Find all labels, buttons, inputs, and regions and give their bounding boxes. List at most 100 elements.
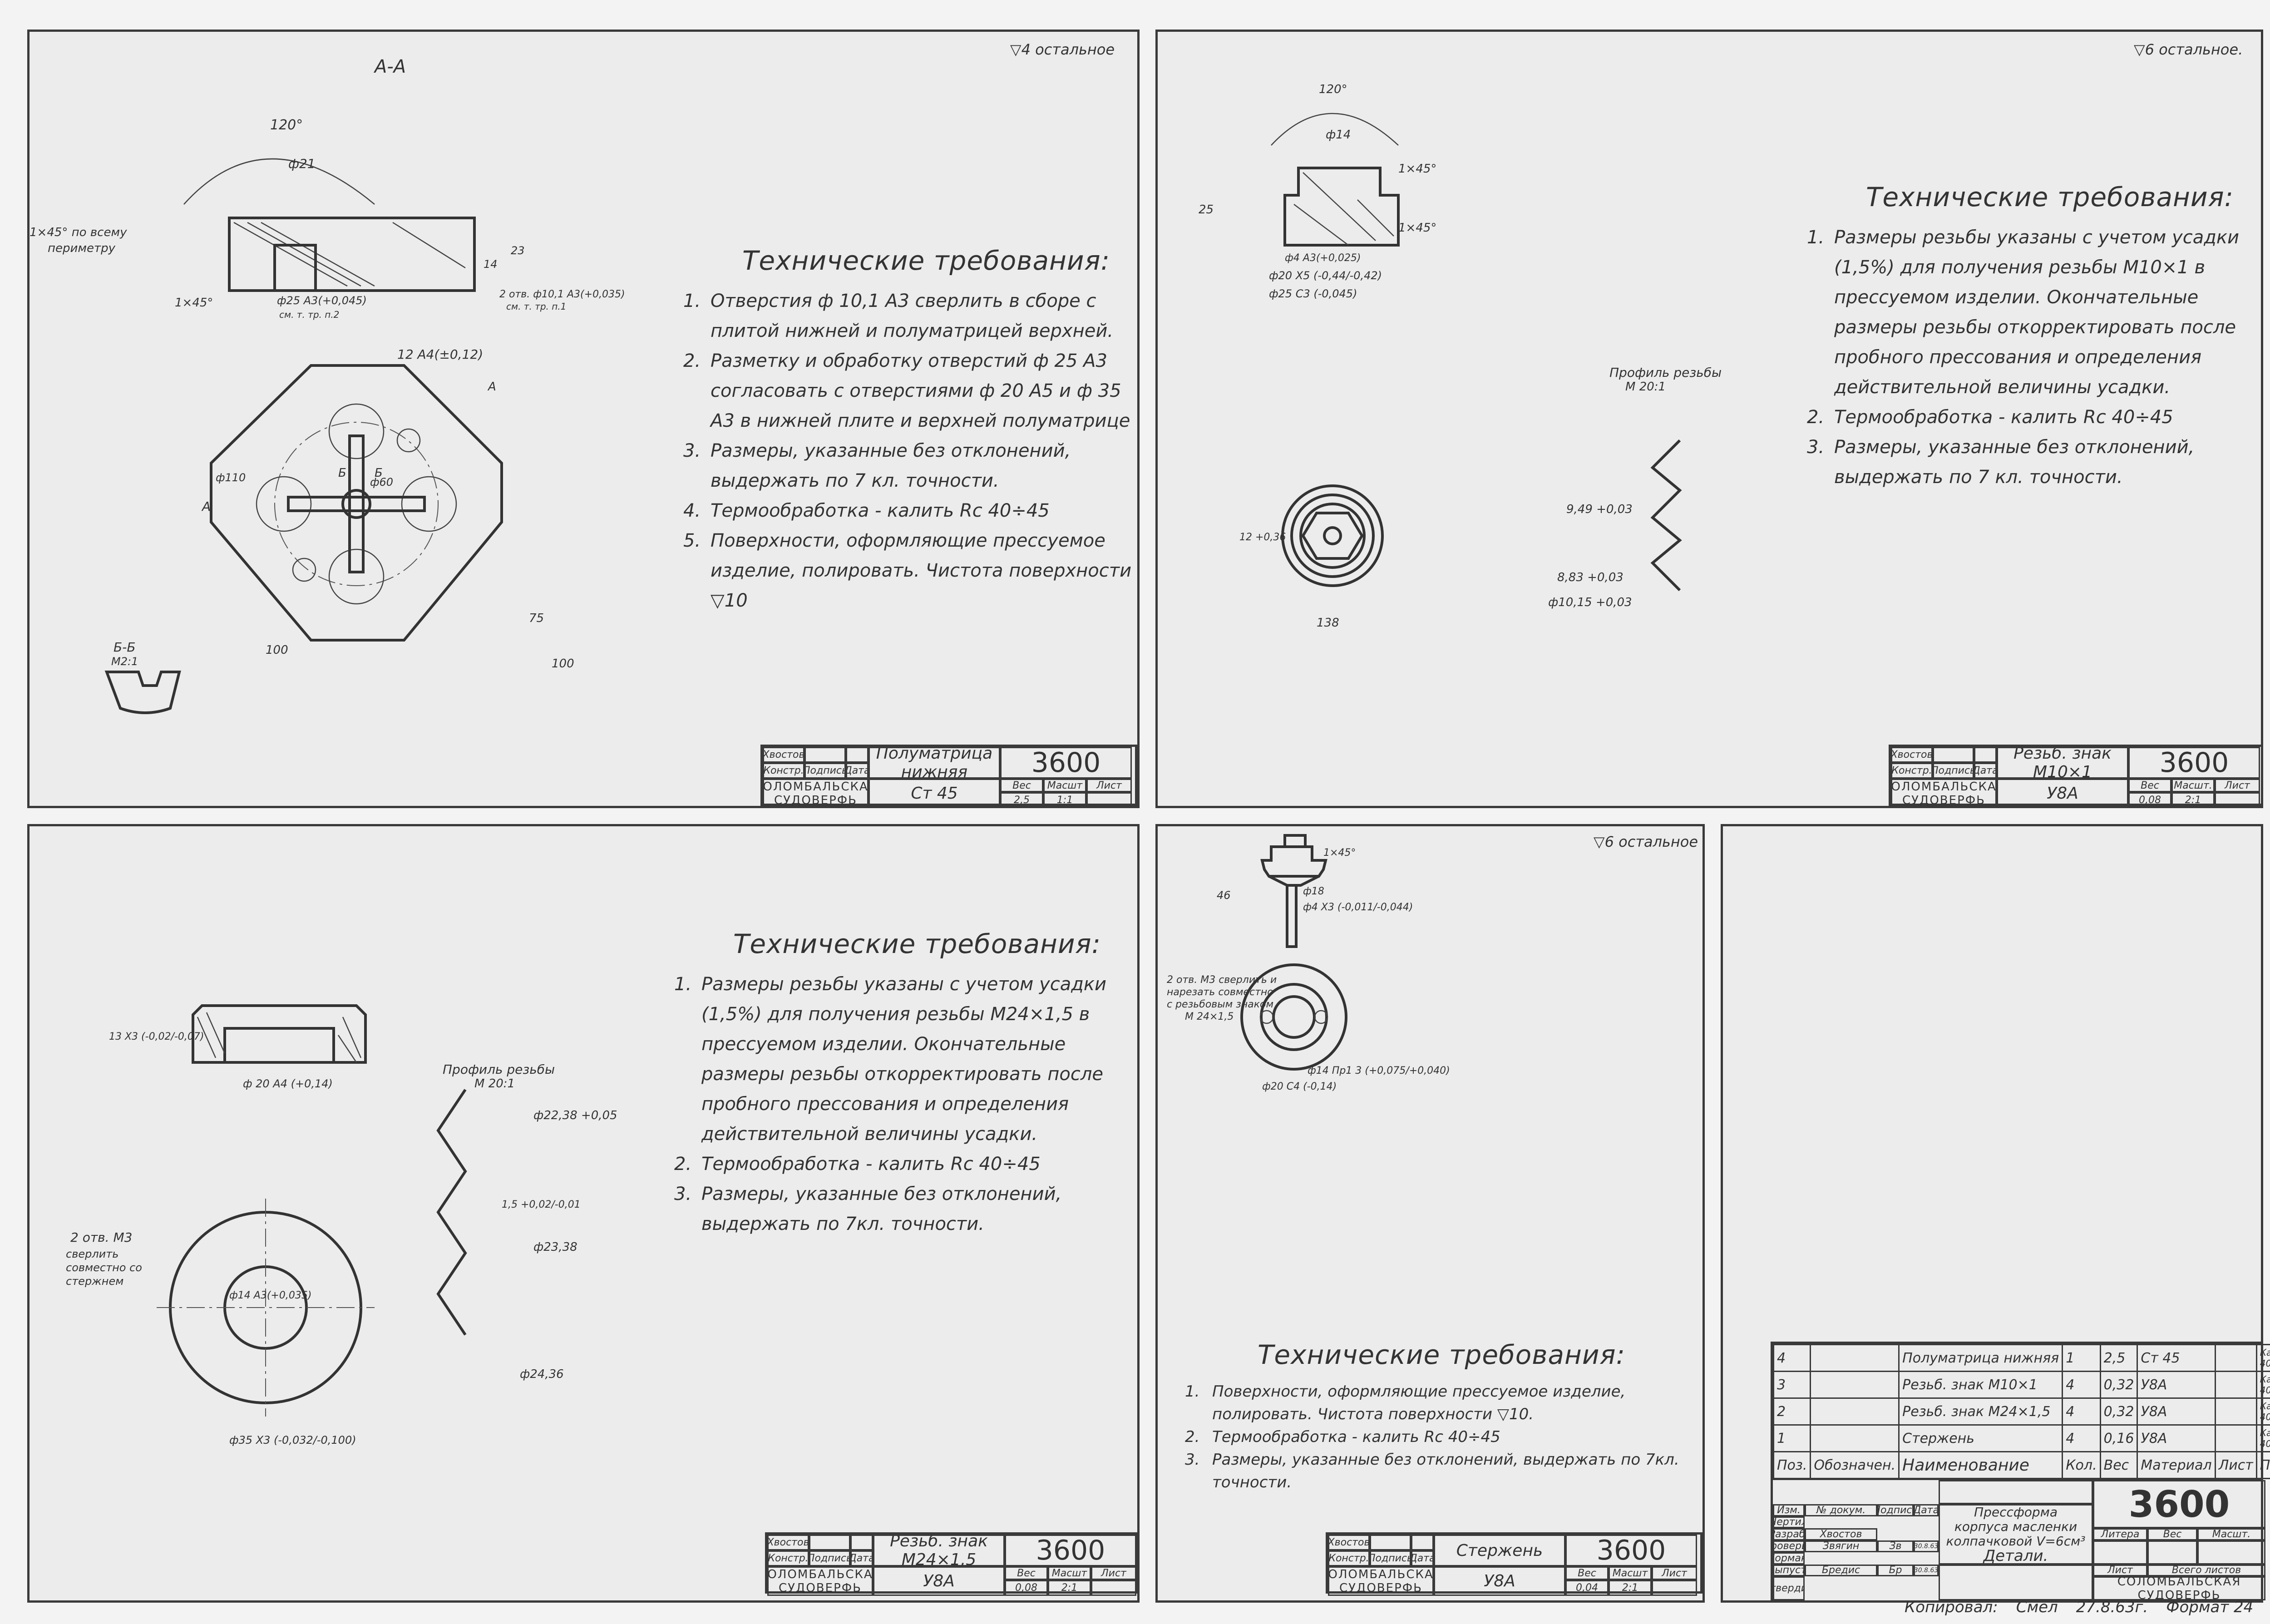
- threaded-insert-m24-drawing: 13 Х3 (-0,02/-0,07) ф 20 А4 (+0,14) Проф…: [66, 1004, 617, 1446]
- svg-text:см. т. тр. п.2: см. т. тр. п.2: [279, 309, 339, 320]
- svg-text:М2:1: М2:1: [111, 655, 138, 668]
- svg-text:Профиль резьбы: Профиль резьбы: [443, 1062, 555, 1077]
- svg-text:2 отв. ф10,1 А3(+0,035): 2 отв. ф10,1 А3(+0,035): [499, 289, 625, 300]
- svg-text:9,49 +0,03: 9,49 +0,03: [1566, 503, 1633, 516]
- svg-text:12 +0,36: 12 +0,36: [1239, 532, 1286, 543]
- svg-text:М 20:1: М 20:1: [1625, 380, 1666, 394]
- drawing-number: 3600: [1005, 1535, 1136, 1566]
- part-name: Резьб. знак М24×1,5: [873, 1535, 1005, 1566]
- tech-requirements: Технические требования: 1.Отверстия ф 10…: [683, 245, 1137, 616]
- threaded-insert-m10-drawing: 120° ф14 1×45° 1×45° ф20 Х5 (-0,44/-0,42…: [1199, 83, 1722, 630]
- svg-text:ф10,15 +0,03: ф10,15 +0,03: [1548, 596, 1632, 609]
- svg-text:ф25 С3 (-0,045): ф25 С3 (-0,045): [1269, 287, 1357, 300]
- svg-text:1×45° по всему: 1×45° по всему: [30, 226, 127, 239]
- svg-text:ф35 Х3 (-0,032/-0,100): ф35 Х3 (-0,032/-0,100): [229, 1434, 356, 1446]
- svg-text:ф4 А3(+0,025): ф4 А3(+0,025): [1285, 252, 1361, 264]
- svg-text:8,83 +0,03: 8,83 +0,03: [1557, 571, 1624, 584]
- tech-requirements-title: Технические требования:: [742, 245, 1110, 276]
- section-a-a-drawing: А-А 120° ф21 1×45° по всему периметру 1×…: [30, 56, 625, 714]
- svg-text:ф24,36: ф24,36: [520, 1367, 564, 1381]
- assembly-title: Прессформа корпуса масленки колпачковой …: [1939, 1504, 2093, 1565]
- tech-requirement-item: 5.Поверхности, оформляющие прессуемое из…: [683, 530, 1132, 611]
- drawing-number: 3600: [1565, 1535, 1697, 1566]
- tech-requirement-item: 1.Размеры резьбы указаны с учетом усадки…: [1807, 227, 2240, 398]
- tech-requirement-item: 1.Размеры резьбы указаны с учетом усадки…: [674, 974, 1107, 1145]
- svg-text:23: 23: [511, 244, 525, 257]
- svg-text:Б: Б: [375, 466, 383, 480]
- tech-requirement-item: 3.Размеры, указанные без отклонений, выд…: [1807, 437, 2195, 488]
- material: У8А: [1434, 1566, 1565, 1596]
- svg-text:ф22,38 +0,05: ф22,38 +0,05: [533, 1109, 617, 1122]
- title-block: Хвостов Констр. Подпись Дата СОЛОМБАЛЬСК…: [1889, 745, 2263, 808]
- svg-text:100: 100: [552, 657, 574, 671]
- svg-text:75: 75: [529, 612, 544, 625]
- svg-text:ф21: ф21: [288, 156, 316, 171]
- svg-text:Профиль резьбы: Профиль резьбы: [1609, 365, 1722, 380]
- svg-text:ф 20 А4 (+0,14): ф 20 А4 (+0,14): [243, 1077, 333, 1090]
- svg-text:1,5 +0,02/-0,01: 1,5 +0,02/-0,01: [502, 1199, 581, 1210]
- part-name: Резьб. знак М10×1: [1997, 747, 2128, 779]
- svg-text:ф18: ф18: [1303, 886, 1324, 897]
- svg-text:13 Х3 (-0,02/-0,07): 13 Х3 (-0,02/-0,07): [109, 1031, 204, 1042]
- svg-text:ф20 Х5 (-0,44/-0,42): ф20 Х5 (-0,44/-0,42): [1269, 269, 1382, 282]
- svg-text:периметру: периметру: [48, 242, 116, 255]
- svg-text:А: А: [201, 499, 211, 514]
- svg-text:ф60: ф60: [370, 476, 393, 489]
- svg-text:ф23,38: ф23,38: [533, 1240, 577, 1254]
- tech-requirement-item: 1.Поверхности, оформляющие прессуемое из…: [1185, 1382, 1626, 1423]
- material: У8А: [1997, 779, 2128, 808]
- svg-text:ф14: ф14: [1326, 128, 1351, 142]
- svg-text:ф4 Х3 (-0,011/-0,044): ф4 Х3 (-0,011/-0,044): [1303, 902, 1413, 913]
- copy-footer: Копировал: Смел 27.8.63г. Формат 24: [1905, 1598, 2254, 1616]
- svg-text:с резьбовым знаком: с резьбовым знаком: [1167, 999, 1273, 1010]
- tech-requirements-title: Технические требования:: [733, 928, 1101, 959]
- svg-text:ф14 Пр1 3 (+0,075/+0,040): ф14 Пр1 3 (+0,075/+0,040): [1308, 1065, 1450, 1076]
- svg-text:нарезать совместно: нарезать совместно: [1167, 987, 1273, 998]
- svg-text:см. т. тр. п.1: см. т. тр. п.1: [506, 301, 566, 312]
- svg-text:2 отв. М3 сверлить и: 2 отв. М3 сверлить и: [1167, 974, 1277, 986]
- sheet-4-frame: ▽6 остальное 1×45° ф18 ф4 Х3 (-0,011/-0,…: [1155, 824, 1705, 1603]
- tech-requirement-item: 2.Термообработка - калить Rc 40÷45: [674, 1154, 1041, 1175]
- sheet-3-frame: 13 Х3 (-0,02/-0,07) ф 20 А4 (+0,14) Проф…: [27, 824, 1140, 1603]
- drawing-number: 3600: [1000, 747, 1132, 779]
- svg-text:сверлить: сверлить: [66, 1248, 118, 1260]
- svg-text:14: 14: [484, 258, 498, 271]
- tech-requirements: Технические требования: 1.Поверхности, о…: [1185, 1339, 1702, 1494]
- roughness-note: ▽6 остальное: [1594, 833, 1698, 850]
- tech-requirements: Технические требования: 1.Размеры резьбы…: [1807, 182, 2243, 492]
- tech-requirement-item: 2.Термообработка - калить Rc 40÷45: [1807, 407, 2173, 428]
- tech-requirement-item: 4.Термообработка - калить Rc 40÷45: [683, 500, 1050, 521]
- svg-text:1×45°: 1×45°: [1323, 847, 1356, 859]
- sheet-2-frame: ▽6 остальное. 120° ф14 1×45° 1×45° ф20 Х…: [1155, 30, 2263, 808]
- core-rod-drawing: 1×45° ф18 ф4 Х3 (-0,011/-0,044) 46 2 отв…: [1167, 834, 1450, 1092]
- tech-requirement-item: 3.Размеры, указанные без отклонений, выд…: [674, 1184, 1062, 1234]
- tech-requirement-item: 3.Размеры, указанные без отклонений, выд…: [1185, 1451, 1679, 1491]
- svg-text:25: 25: [1199, 203, 1214, 217]
- tech-requirement-item: 3.Размеры, указанные без отклонений, выд…: [683, 440, 1071, 491]
- part-name: Стержень: [1434, 1535, 1565, 1566]
- part-name: Полуматрица нижняя: [869, 747, 1000, 779]
- tech-requirement-item: 2.Разметку и обработку отверстий ф 25 А3…: [683, 350, 1130, 431]
- tech-requirements-title: Технические требования:: [1258, 1339, 1626, 1370]
- svg-text:120°: 120°: [1319, 83, 1347, 96]
- main-title-block: Изм. № докум. Подпись Дата Чертил Разраб…: [1771, 1478, 2265, 1603]
- svg-text:1×45°: 1×45°: [1398, 162, 1436, 176]
- tech-requirements: Технические требования: 1.Размеры резьбы…: [674, 928, 1128, 1239]
- svg-text:совместно со: совместно со: [66, 1261, 142, 1274]
- svg-text:138: 138: [1317, 616, 1339, 630]
- material: У8А: [873, 1566, 1005, 1596]
- section-label: А-А: [373, 56, 406, 77]
- drawing-number: 3600: [2093, 1480, 2265, 1528]
- material: Ст 45: [869, 779, 1000, 808]
- roughness-note: ▽6 остальное.: [2134, 41, 2243, 58]
- svg-text:М 20:1: М 20:1: [474, 1077, 515, 1091]
- svg-text:12 А4(±0,12): 12 А4(±0,12): [397, 347, 483, 362]
- tech-requirement-item: 1.Отверстия ф 10,1 А3 сверлить в сборе с…: [683, 291, 1114, 341]
- svg-text:ф14 А3(+0,035): ф14 А3(+0,035): [229, 1290, 311, 1301]
